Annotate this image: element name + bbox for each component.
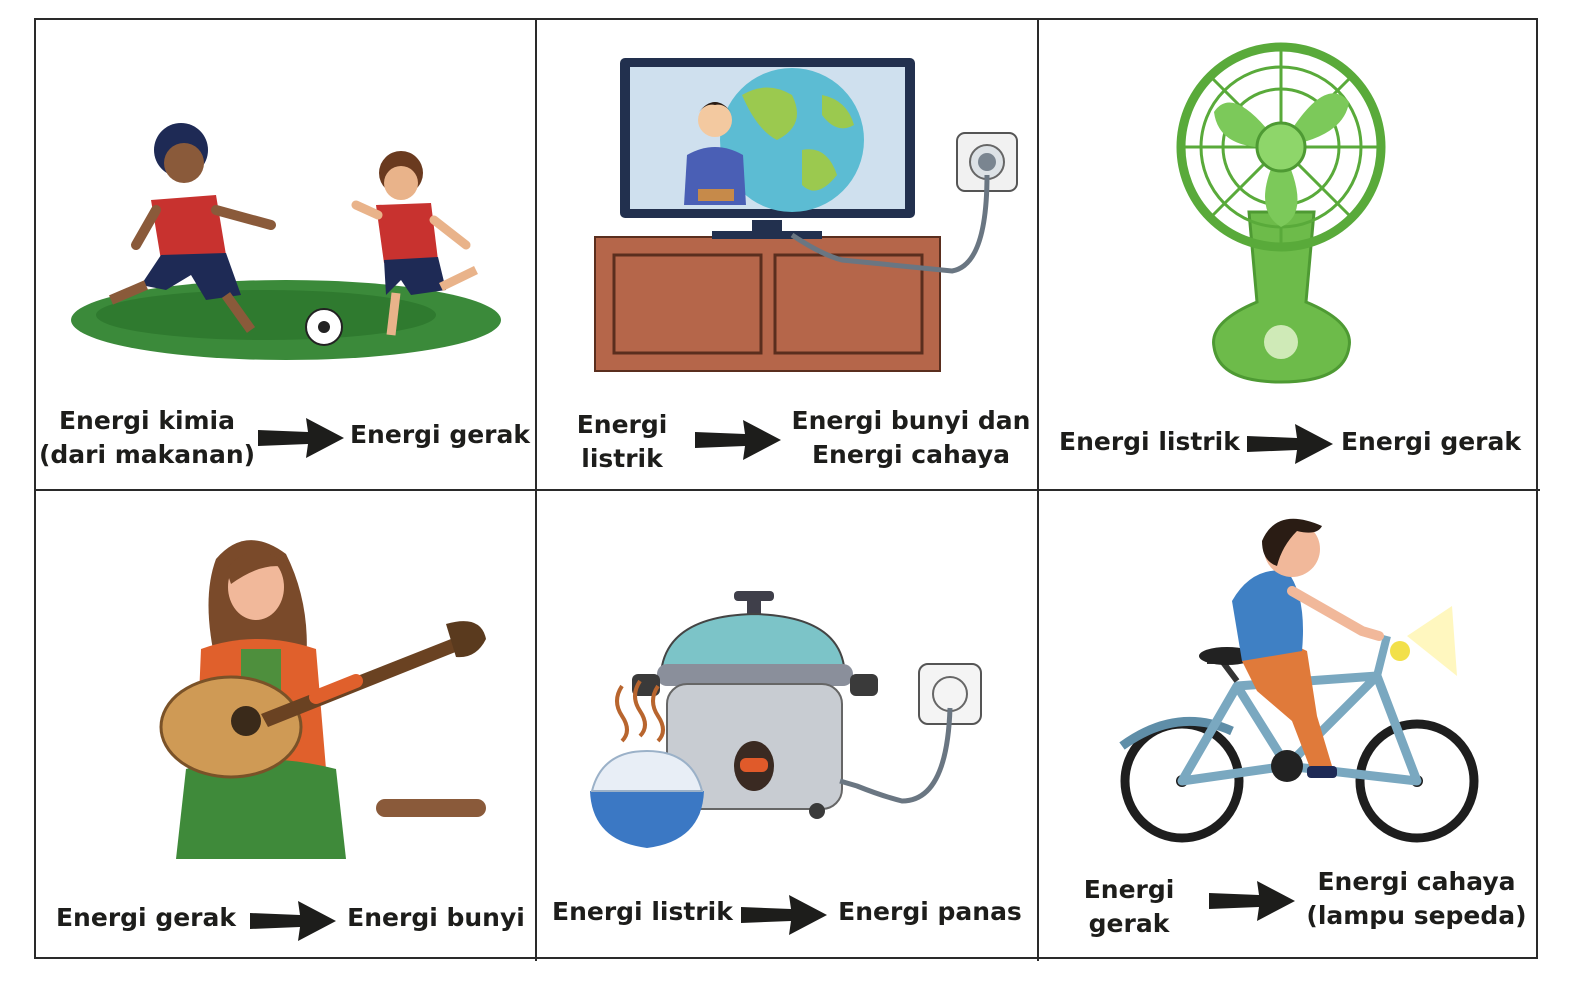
arrow-icon	[741, 895, 827, 935]
energy-conversion-grid: Energi kimia(dari makanan) Energi gerak	[34, 18, 1540, 961]
target-energy-label: Energi bunyi	[347, 903, 525, 932]
woman-playing-guitar-icon	[159, 540, 486, 859]
source-energy-label: Energi gerak	[55, 903, 236, 932]
children-playing-soccer-icon	[71, 123, 501, 360]
target-energy-label: Energi cahaya(lampu sepeda)	[1306, 867, 1527, 930]
arrow-icon	[1209, 881, 1295, 921]
target-energy-label: Energi panas	[838, 897, 1022, 926]
arrow-icon	[695, 420, 781, 460]
target-energy-label: Energi gerak	[1340, 427, 1521, 456]
panel-fan: Energi listrik Energi gerak	[1039, 20, 1540, 491]
rice-cooker-icon	[590, 591, 982, 848]
panel-soccer: Energi kimia(dari makanan) Energi gerak	[36, 20, 537, 491]
source-energy-label: Energi kimia(dari makanan)	[38, 406, 256, 469]
source-energy-label: Energi listrik	[552, 897, 733, 926]
arrow-icon	[1247, 424, 1333, 464]
television-icon	[594, 58, 1018, 372]
arrow-icon	[250, 901, 336, 941]
electric-fan-icon	[1176, 42, 1386, 384]
arrow-icon	[258, 418, 344, 458]
panel-guitar: Energi gerak Energi bunyi	[36, 491, 537, 961]
panel-rice-cooker: Energi listrik Energi panas	[537, 491, 1039, 961]
source-energy-label: Energi listrik	[1059, 427, 1240, 456]
target-energy-label: Energi gerak	[349, 420, 530, 449]
boy-riding-bicycle-icon	[1119, 518, 1479, 843]
